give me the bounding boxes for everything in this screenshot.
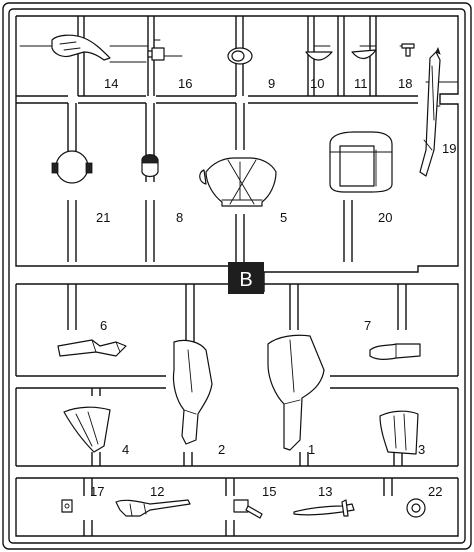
label-8: 8	[176, 210, 183, 225]
part-3-cape	[379, 410, 419, 455]
label-4: 4	[122, 442, 129, 457]
part-16-tab	[147, 47, 165, 61]
part-1-leg	[267, 334, 325, 451]
label-20: 20	[378, 210, 392, 225]
label-6: 6	[100, 318, 107, 333]
label-9: 9	[268, 76, 275, 91]
part-12-strap	[115, 499, 191, 517]
label-13: 13	[318, 484, 332, 499]
label-17: 17	[90, 484, 104, 499]
label-3: 3	[418, 442, 425, 457]
part-15-pouch	[233, 499, 263, 519]
part-11-pouch	[351, 49, 377, 60]
part-labels: 14 16 9 10 11 18 19 21 8 5 20 6 7 4 2 1 …	[90, 76, 456, 499]
label-19: 19	[442, 141, 456, 156]
label-18: 18	[398, 76, 412, 91]
part-14-cap	[51, 34, 111, 61]
label-15: 15	[262, 484, 276, 499]
label-21: 21	[96, 210, 110, 225]
label-14: 14	[104, 76, 118, 91]
label-11: 11	[354, 76, 368, 91]
part-18-clip	[401, 43, 415, 57]
part-8-head	[141, 154, 159, 178]
sprue-letter-badge: B	[228, 262, 264, 294]
part-19-rifle	[419, 46, 441, 177]
label-10: 10	[310, 76, 324, 91]
part-4-cape	[63, 406, 111, 453]
part-21-lid	[51, 150, 93, 184]
label-16: 16	[178, 76, 192, 91]
label-2: 2	[218, 442, 225, 457]
label-22: 22	[428, 484, 442, 499]
label-1: 1	[308, 442, 315, 457]
part-20-pack	[329, 131, 393, 193]
label-12: 12	[150, 484, 164, 499]
part-7-arm	[369, 343, 421, 360]
label-5: 5	[280, 210, 287, 225]
part-2-leg	[172, 339, 213, 445]
part-10-pouch	[305, 51, 333, 61]
part-9-buckle	[227, 47, 253, 65]
part-17-badge	[61, 499, 73, 513]
label-7: 7	[364, 318, 371, 333]
sprue-letter: B	[239, 269, 252, 291]
part-5-torso	[199, 157, 277, 207]
part-6-arm	[57, 339, 127, 357]
part-13-sabre	[293, 499, 355, 517]
part-22-cover	[406, 498, 426, 518]
